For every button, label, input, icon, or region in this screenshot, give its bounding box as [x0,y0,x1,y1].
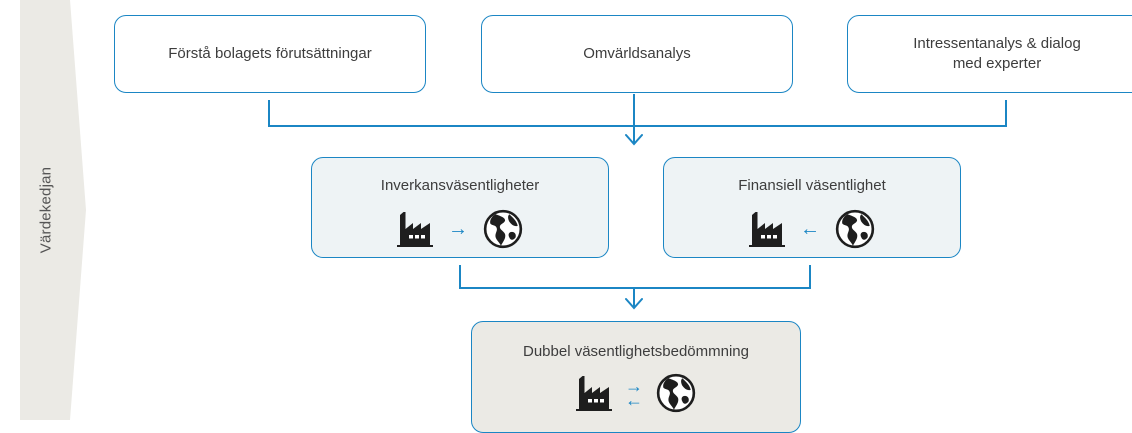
stakeholder-analysis-label-line2: med experter [952,55,1042,72]
globe-icon [482,208,524,250]
impact-materiality-box: Inverkansväsentligheter → [311,157,609,258]
right-arrow-icon: → [625,376,643,397]
double-materiality-label: Dubbel väsentlighetsbedömmning [523,343,749,360]
double-materiality-box: Dubbel väsentlighetsbedömmning → ← [471,321,801,433]
double-icon-row: → ← [575,372,697,414]
external-analysis-label: Omvärldsanalys [583,44,691,62]
understand-company-label: Förstå bolagets förutsättningar [168,44,372,62]
globe-icon [834,208,876,250]
factory-icon [575,375,613,411]
globe-icon [655,372,697,414]
bidirectional-arrow-icon: → ← [625,376,643,411]
impact-icon-row: → [396,208,524,250]
stakeholder-analysis-box: Intressentanalys & dialog med experter [847,15,1132,93]
value-chain-arrow-shape [20,0,86,420]
left-arrow-icon: ← [625,390,643,411]
financial-materiality-label: Finansiell väsentlighet [738,177,886,194]
left-arrow-icon: ← [800,217,820,240]
flow-connectors [268,94,1007,310]
financial-materiality-box: Finansiell väsentlighet ← [663,157,961,258]
financial-icon-row: ← [748,208,876,250]
stakeholder-analysis-label-line1: Intressentanalys & dialog [913,34,1081,52]
right-arrow-icon: → [448,217,468,240]
factory-icon [748,211,786,247]
factory-icon [396,211,434,247]
understand-company-box: Förstå bolagets förutsättningar [114,15,426,93]
impact-materiality-label: Inverkansväsentligheter [380,177,540,194]
external-analysis-box: Omvärldsanalys [481,15,793,93]
value-chain-sidebar: Värdekedjan [0,0,88,420]
